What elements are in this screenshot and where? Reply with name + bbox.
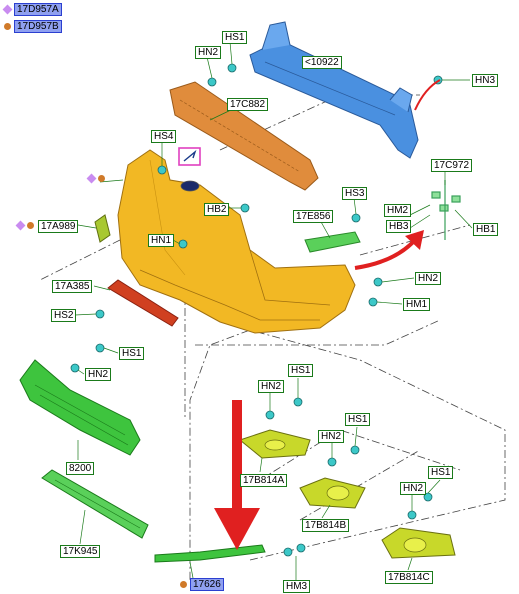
arrow-right-icon bbox=[354, 79, 441, 270]
dot-icon bbox=[98, 175, 105, 182]
label-hs3[interactable]: HS3 bbox=[342, 187, 368, 200]
label-hn2-grille[interactable]: HN2 bbox=[85, 368, 112, 381]
dot-icon bbox=[27, 222, 34, 229]
bumper-cover bbox=[117, 149, 356, 334]
leader-lines bbox=[74, 41, 473, 580]
label-hn2-top[interactable]: HN2 bbox=[195, 46, 222, 59]
label-hn2-fogc[interactable]: HN2 bbox=[400, 482, 427, 495]
outline-line-8 bbox=[359, 224, 471, 256]
label-hs1-fogc[interactable]: HS1 bbox=[428, 466, 454, 479]
label-hs1-fogb[interactable]: HS1 bbox=[345, 413, 371, 426]
outline-line-6 bbox=[259, 429, 461, 481]
outline-line-7 bbox=[299, 449, 421, 521]
label-hb2[interactable]: HB2 bbox=[204, 203, 230, 216]
legend-item-a: 17D957A bbox=[2, 3, 62, 16]
fog-bezel-a bbox=[238, 429, 311, 459]
label-17b814b[interactable]: 17B814B bbox=[302, 519, 350, 532]
label-17a989[interactable]: 17A989 bbox=[38, 220, 79, 233]
side-bracket bbox=[94, 214, 111, 243]
label-hb3[interactable]: HB3 bbox=[386, 220, 412, 233]
outline-line-1 bbox=[189, 329, 506, 580]
diamond-icon bbox=[2, 4, 13, 15]
label-17k945[interactable]: 17K945 bbox=[60, 545, 101, 558]
label-hm2[interactable]: HM2 bbox=[384, 204, 412, 217]
legend-item-b: 17D957B bbox=[4, 20, 62, 33]
label-17b814a[interactable]: 17B814A bbox=[240, 474, 288, 487]
label-hs1-grille[interactable]: HS1 bbox=[119, 347, 145, 360]
label-17c972[interactable]: 17C972 bbox=[431, 159, 473, 172]
label-hs1-fogl[interactable]: HS1 bbox=[288, 364, 314, 377]
label-hs4[interactable]: HS4 bbox=[151, 130, 177, 143]
bumper-reinforcement bbox=[249, 21, 419, 159]
trim-marker: 17626 bbox=[180, 578, 224, 591]
ford-badge-icon[interactable] bbox=[178, 147, 201, 192]
bracket-group bbox=[431, 180, 461, 240]
fog-bezel-b bbox=[299, 477, 366, 509]
diamond-icon bbox=[86, 173, 97, 184]
label-17c882[interactable]: 17C882 bbox=[227, 98, 269, 111]
diamond-icon bbox=[15, 220, 26, 231]
label-17a385[interactable]: 17A385 bbox=[52, 280, 93, 293]
label-10922[interactable]: <10922 bbox=[302, 56, 342, 69]
label-hs1-top[interactable]: HS1 bbox=[222, 31, 248, 44]
license-bracket bbox=[107, 279, 179, 327]
label-hb1[interactable]: HB1 bbox=[473, 223, 499, 236]
label-hn2-fogb[interactable]: HN2 bbox=[318, 430, 345, 443]
dot-icon bbox=[180, 581, 187, 588]
outline-line-5 bbox=[39, 239, 121, 281]
label-hn2-fogl[interactable]: HN2 bbox=[258, 380, 285, 393]
upper-grille bbox=[19, 359, 141, 456]
bumper-markers bbox=[86, 173, 105, 184]
label-hs2[interactable]: HS2 bbox=[51, 309, 77, 322]
label-hn3-top[interactable]: HN3 bbox=[472, 74, 499, 87]
label-17b814c[interactable]: 17B814C bbox=[385, 571, 433, 584]
lower-trim bbox=[154, 544, 266, 563]
label-17e856[interactable]: 17E856 bbox=[293, 210, 334, 223]
legend-code-a[interactable]: 17D957A bbox=[14, 3, 62, 16]
bracket-markers bbox=[15, 220, 34, 231]
lower-grille bbox=[41, 469, 149, 539]
arrow-down-icon bbox=[214, 400, 260, 550]
label-8200[interactable]: 8200 bbox=[66, 462, 95, 475]
label-hn1[interactable]: HN1 bbox=[148, 234, 175, 247]
dot-icon bbox=[4, 23, 11, 30]
fog-bezel-c bbox=[381, 527, 456, 559]
energy-absorber bbox=[169, 81, 319, 191]
legend-code-b[interactable]: 17D957B bbox=[14, 20, 62, 33]
outline-line-2 bbox=[195, 319, 441, 346]
side-deflector bbox=[304, 231, 361, 253]
label-17626[interactable]: 17626 bbox=[190, 578, 224, 591]
label-hm1[interactable]: HM1 bbox=[403, 298, 431, 311]
label-hm3[interactable]: HM3 bbox=[283, 580, 311, 593]
label-hn2-mid[interactable]: HN2 bbox=[415, 272, 442, 285]
